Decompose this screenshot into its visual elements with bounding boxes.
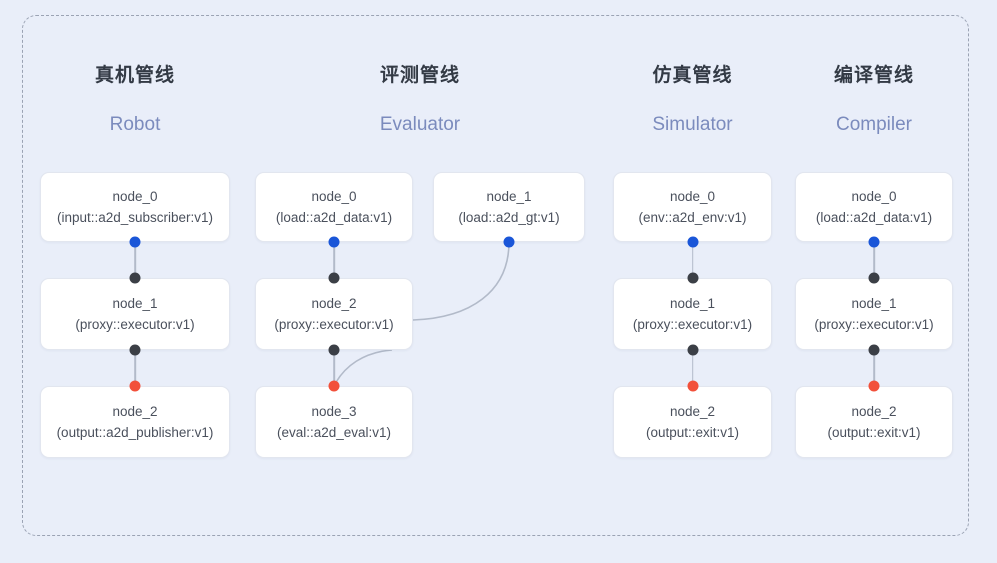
node-id-label: node_0 [311, 189, 357, 204]
node-id-label: node_1 [669, 296, 716, 311]
node-type-label: (proxy::executor:v1) [75, 317, 195, 332]
port-out-top-simulator-node_2[interactable] [687, 380, 698, 392]
port-in-bottom-evaluator-node_1[interactable] [503, 236, 515, 248]
port-mid-bottom-simulator-node_1[interactable] [687, 344, 698, 356]
node-evaluator-node_2[interactable]: node_2(proxy::executor:v1) [255, 278, 413, 350]
curved-edge [412, 241, 510, 321]
node-id-label: node_2 [669, 404, 716, 419]
column-title-en-evaluator: Evaluator [379, 114, 461, 135]
port-in-bottom-compiler-node_0[interactable] [868, 236, 880, 248]
node-compiler-node_1[interactable]: node_1(proxy::executor:v1) [795, 278, 953, 350]
node-type-label: (load::a2d_gt:v1) [458, 210, 560, 225]
node-type-label: (input::a2d_subscriber:v1) [56, 210, 214, 225]
node-type-label: (output::a2d_publisher:v1) [56, 425, 214, 440]
node-type-label: (load::a2d_data:v1) [815, 210, 933, 225]
port-mid-bottom-compiler-node_1[interactable] [868, 344, 880, 356]
node-evaluator-node_0[interactable]: node_0(load::a2d_data:v1) [255, 172, 413, 242]
column-header-robot: 真机管线 Robot [40, 64, 230, 137]
edge-robot-node_1-to-node_2 [134, 350, 136, 386]
node-type-label: (proxy::executor:v1) [632, 317, 753, 332]
node-type-label: (load::a2d_data:v1) [275, 210, 393, 225]
port-mid-top-compiler-node_1[interactable] [868, 272, 880, 284]
column-header-simulator: 仿真管线 Simulator [613, 64, 772, 137]
node-type-label: (proxy::executor:v1) [274, 317, 394, 332]
port-mid-bottom-evaluator-node_2[interactable] [328, 344, 340, 356]
node-type-label: (output::exit:v1) [827, 425, 921, 440]
curved-edge [333, 349, 393, 387]
node-type-label: (proxy::executor:v1) [814, 317, 934, 332]
port-mid-top-evaluator-node_2[interactable] [328, 272, 340, 284]
port-out-top-evaluator-node_3[interactable] [328, 380, 340, 392]
edge-compiler-node_0-to-node_1 [873, 242, 875, 278]
column-title-en-simulator: Simulator [652, 114, 733, 135]
node-id-label: node_0 [112, 189, 158, 204]
node-robot-node_0[interactable]: node_0(input::a2d_subscriber:v1) [40, 172, 230, 242]
column-title-cn-evaluator: 评测管线 [379, 65, 460, 86]
port-mid-top-robot-node_1[interactable] [129, 272, 141, 284]
port-out-top-compiler-node_2[interactable] [868, 380, 880, 392]
node-id-label: node_2 [851, 404, 897, 419]
node-simulator-node_1[interactable]: node_1(proxy::executor:v1) [613, 278, 772, 350]
edge-evaluator-node_0-to-node_2 [333, 242, 335, 278]
edge-simulator-node_1-to-node_2 [691, 350, 694, 386]
column-title-en-robot: Robot [109, 114, 161, 135]
port-in-bottom-robot-node_0[interactable] [129, 236, 141, 248]
column-header-compiler: 编译管线 Compiler [795, 64, 953, 137]
node-type-label: (env::a2d_env:v1) [638, 210, 747, 225]
node-id-label: node_1 [112, 296, 158, 311]
column-title-cn-robot: 真机管线 [94, 65, 175, 86]
node-evaluator-node_1[interactable]: node_1(load::a2d_gt:v1) [433, 172, 585, 242]
node-compiler-node_0[interactable]: node_0(load::a2d_data:v1) [795, 172, 953, 242]
column-header-evaluator: 评测管线 Evaluator [255, 64, 585, 137]
column-title-en-compiler: Compiler [835, 114, 913, 135]
edge-simulator-node_0-to-node_1 [691, 242, 694, 278]
port-mid-top-simulator-node_1[interactable] [687, 272, 698, 284]
node-id-label: node_2 [311, 296, 357, 311]
node-id-label: node_1 [851, 296, 897, 311]
edge-compiler-node_1-to-node_2 [873, 350, 875, 386]
edge-robot-node_0-to-node_1 [134, 242, 136, 278]
port-in-bottom-evaluator-node_0[interactable] [328, 236, 340, 248]
column-title-cn-compiler: 编译管线 [833, 65, 914, 86]
port-mid-bottom-robot-node_1[interactable] [129, 344, 141, 356]
node-type-label: (output::exit:v1) [645, 425, 740, 440]
port-out-top-robot-node_2[interactable] [129, 380, 141, 392]
node-simulator-node_2[interactable]: node_2(output::exit:v1) [613, 386, 772, 458]
node-robot-node_1[interactable]: node_1(proxy::executor:v1) [40, 278, 230, 350]
port-in-bottom-simulator-node_0[interactable] [687, 236, 698, 248]
node-robot-node_2[interactable]: node_2(output::a2d_publisher:v1) [40, 386, 230, 458]
node-id-label: node_2 [112, 404, 158, 419]
node-evaluator-node_3[interactable]: node_3(eval::a2d_eval:v1) [255, 386, 413, 458]
column-title-cn-simulator: 仿真管线 [652, 65, 733, 86]
node-compiler-node_2[interactable]: node_2(output::exit:v1) [795, 386, 953, 458]
node-type-label: (eval::a2d_eval:v1) [276, 425, 392, 440]
node-id-label: node_3 [311, 404, 357, 419]
node-id-label: node_0 [851, 189, 897, 204]
node-id-label: node_0 [669, 189, 716, 204]
node-id-label: node_1 [486, 189, 532, 204]
node-simulator-node_0[interactable]: node_0(env::a2d_env:v1) [613, 172, 772, 242]
